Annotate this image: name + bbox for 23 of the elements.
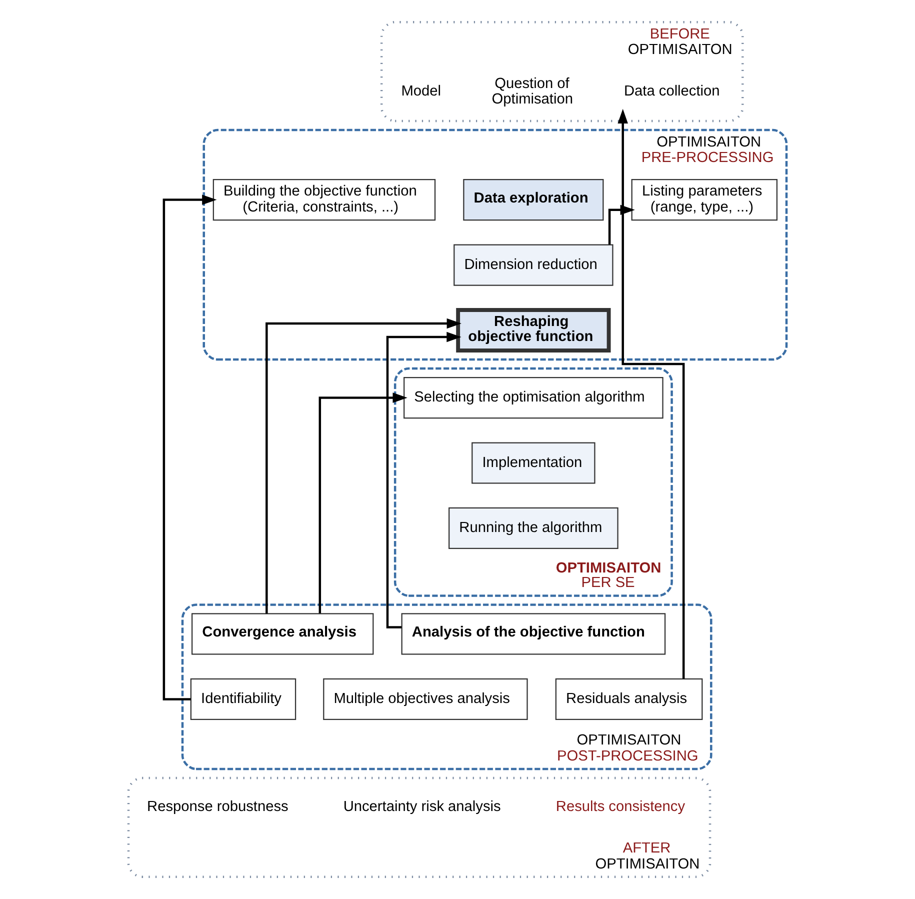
node-text: Uncertainty risk analysis: [343, 799, 501, 816]
node-text: Data collection: [624, 84, 720, 100]
node-box: Implementation: [472, 442, 596, 484]
node-text: Results consistency: [556, 799, 686, 816]
arrow: [618, 108, 685, 679]
node-text: Response robustness: [147, 799, 288, 816]
node-text: Model: [401, 84, 442, 100]
node-box: Reshaping objective function: [456, 308, 611, 352]
node-box: Residuals analysis: [555, 678, 703, 720]
node-box: Selecting the optimisation algorithm: [404, 376, 664, 419]
node-box: Convergence analysis: [191, 613, 374, 655]
node-box: Data exploration: [463, 178, 604, 221]
node-box: Multiple objectives analysis: [323, 678, 528, 720]
node-box: Listing parameters (range, type, ...): [631, 178, 778, 221]
node-box: Running the algorithm: [448, 507, 618, 550]
arrow: [162, 194, 217, 700]
arrow: [266, 318, 462, 614]
node-box: Building the objective function (Criteria, constraints, ...): [212, 178, 436, 221]
node-box: Identifiability: [190, 678, 296, 720]
arrow: [318, 392, 408, 614]
node-box: Dimension reduction: [454, 244, 614, 286]
node-box: Analysis of the objective function: [401, 613, 666, 655]
node-text: Question of Optimisation: [492, 76, 574, 108]
